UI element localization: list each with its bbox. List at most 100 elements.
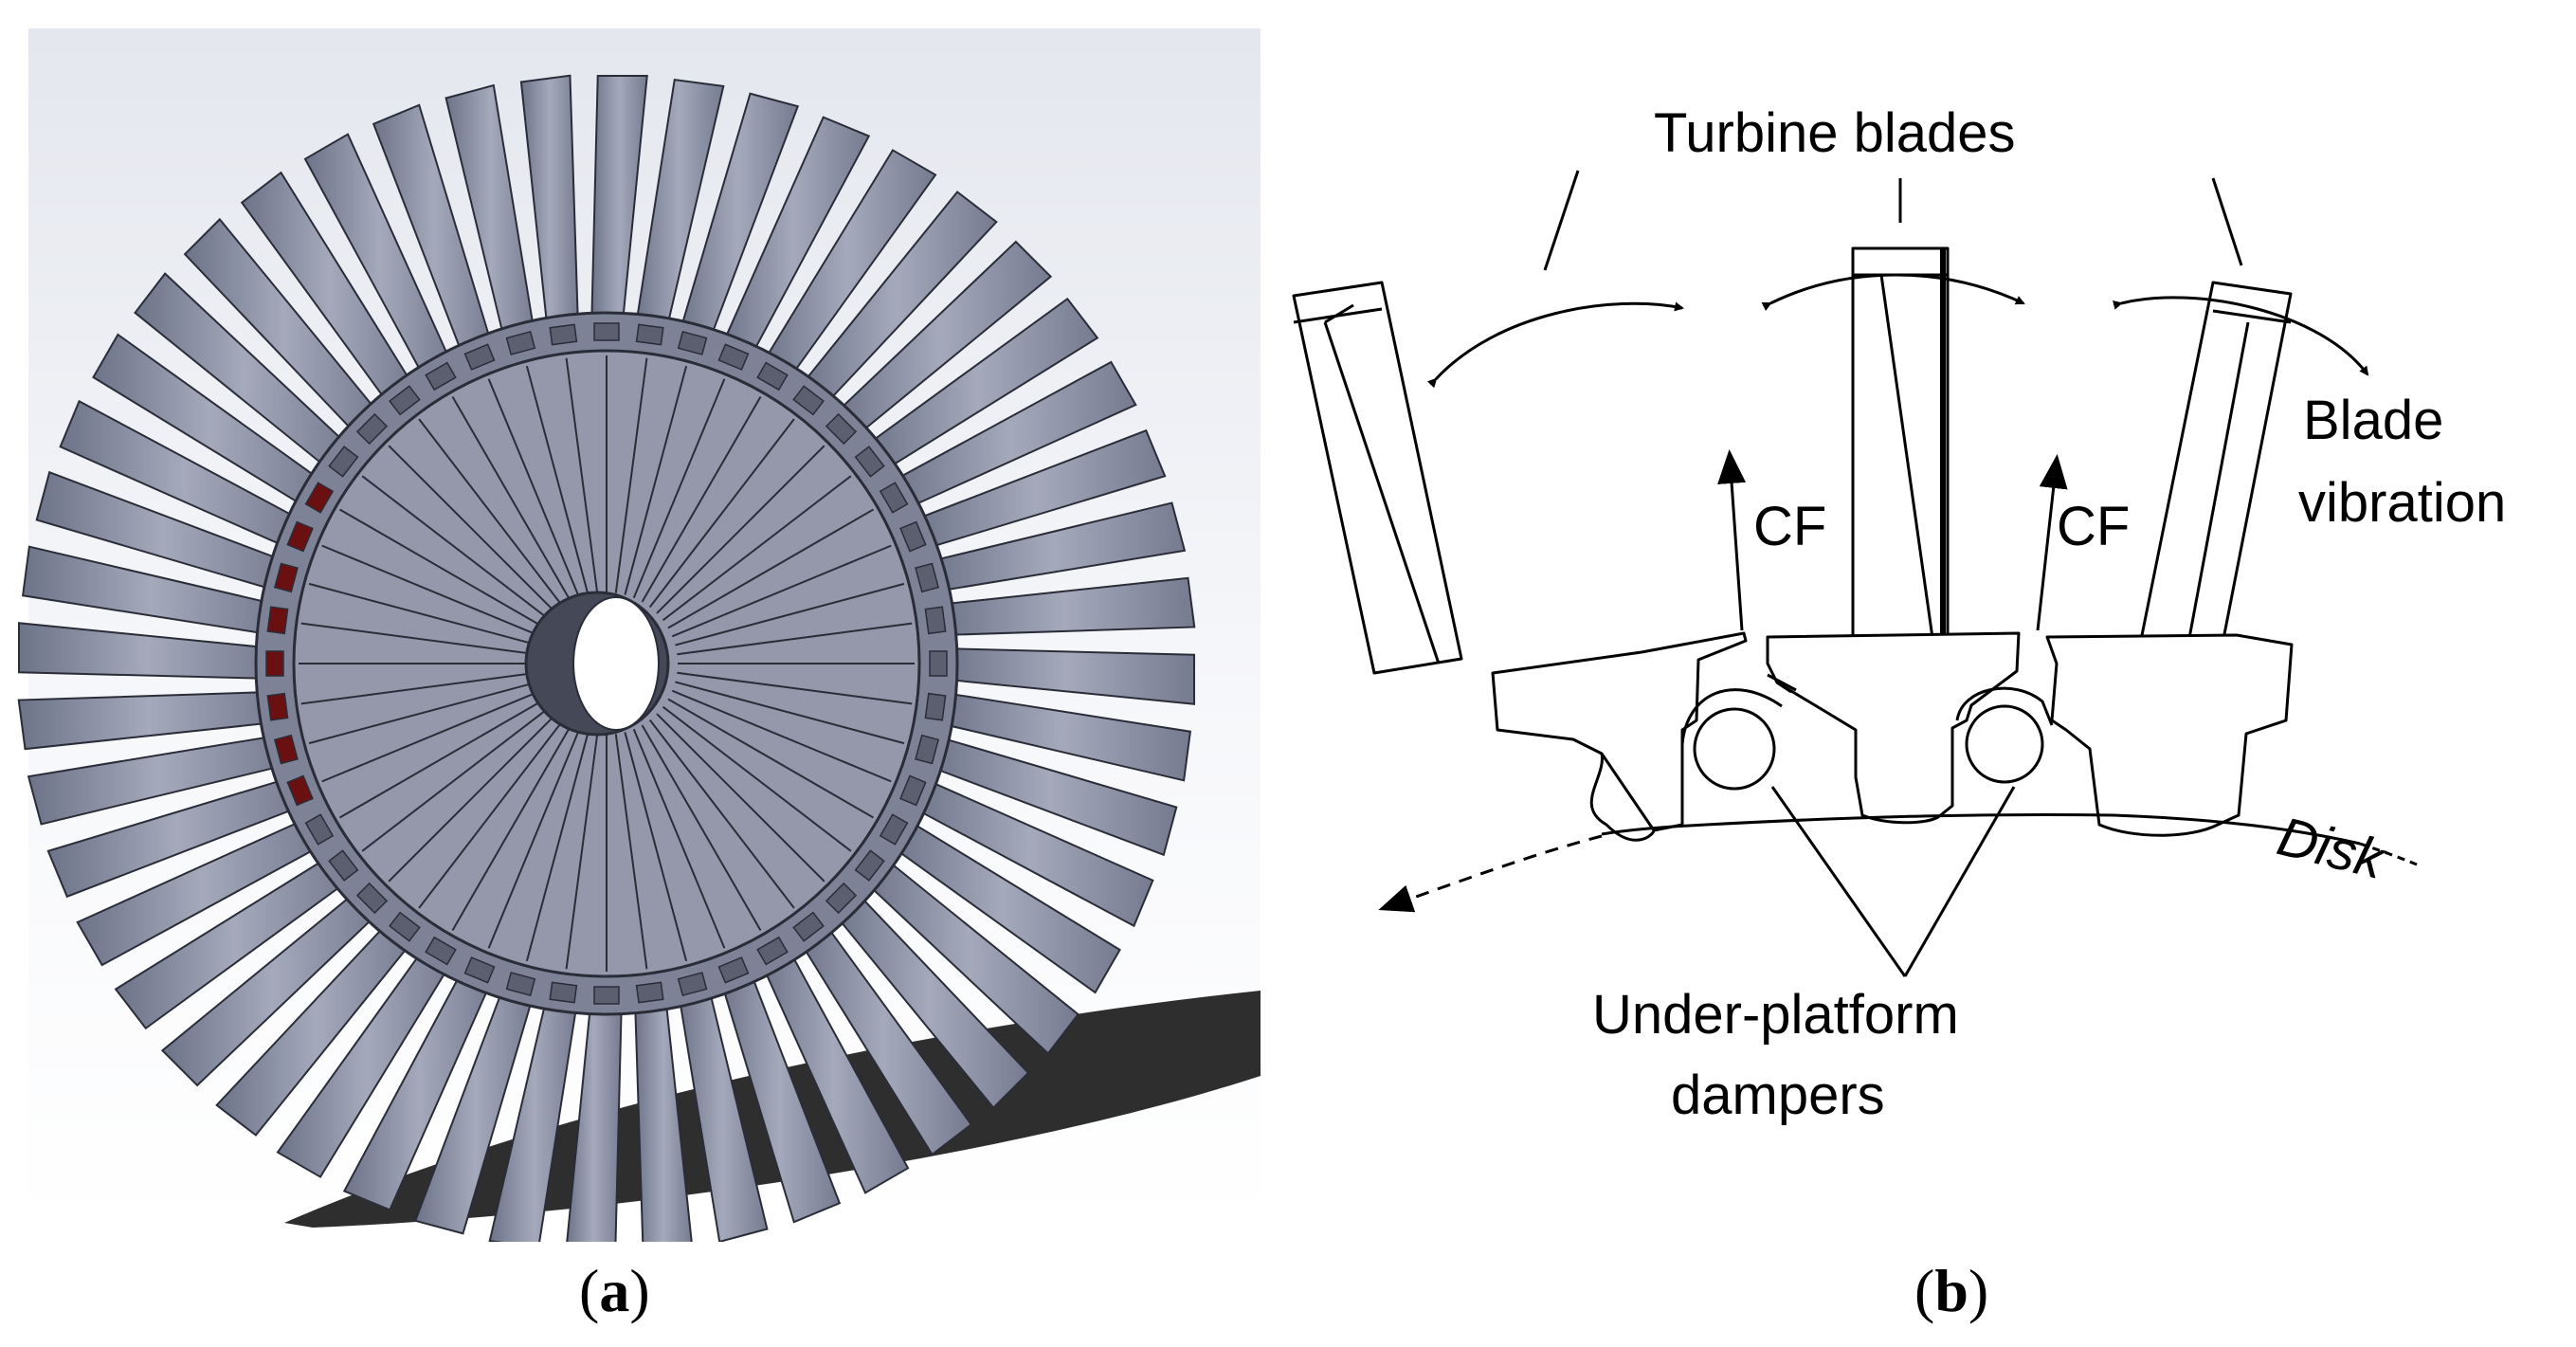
ring-slot xyxy=(899,520,927,553)
ring-slot xyxy=(505,330,536,355)
label-cf-left: CF xyxy=(1753,496,1826,557)
label-under-platform: Under-platform xyxy=(1592,984,1959,1046)
spoke xyxy=(667,508,874,629)
spoke xyxy=(308,681,538,745)
middle-blade xyxy=(1851,246,1950,648)
leader-right-blade xyxy=(2211,177,2243,266)
bladed-disk-render xyxy=(17,28,1261,1242)
spoke xyxy=(308,582,538,646)
ring-slot xyxy=(425,361,457,391)
label-disk: Disk xyxy=(2272,806,2393,892)
ring-slot xyxy=(915,562,940,593)
right-platform xyxy=(2045,633,2294,837)
leader-left-blade xyxy=(1543,170,1580,271)
ring-slot xyxy=(389,911,421,942)
spoke xyxy=(624,365,688,595)
ring-slot xyxy=(677,972,708,997)
spoke xyxy=(632,728,726,949)
spoke xyxy=(388,713,557,883)
spoke xyxy=(641,724,762,931)
turbine-wheel xyxy=(17,74,1196,1242)
ring-slot xyxy=(266,606,289,635)
ring-slot xyxy=(328,446,359,478)
spoke xyxy=(300,622,536,656)
ring-slot xyxy=(756,361,789,391)
ring-slot xyxy=(825,412,858,446)
ring-slot xyxy=(266,692,289,721)
ring-slot xyxy=(505,972,536,997)
label-turbine-blades: Turbine blades xyxy=(1654,102,2016,164)
ring-slot xyxy=(635,981,664,1004)
panel-caption-a: (a) xyxy=(579,1257,650,1324)
ring-slot xyxy=(355,412,389,446)
spoke xyxy=(632,378,726,599)
ring-slot xyxy=(286,774,314,807)
ring-slot xyxy=(265,650,284,677)
label-blade: Blade xyxy=(2303,390,2443,451)
leader-damper-right xyxy=(1903,786,2016,977)
ring-slot xyxy=(854,849,885,882)
spoke xyxy=(321,689,542,783)
ring-slot xyxy=(355,882,389,915)
spoke xyxy=(565,734,599,970)
ring-slot xyxy=(825,882,858,915)
ring-slot xyxy=(854,446,885,478)
spoke xyxy=(321,544,542,638)
spoke xyxy=(451,396,572,603)
panel-letter-b: b xyxy=(1934,1257,1968,1324)
spoke xyxy=(614,357,648,593)
spoke xyxy=(677,622,913,656)
ring-slot xyxy=(273,734,299,765)
ring-slot xyxy=(463,343,496,371)
ring-slot xyxy=(915,734,940,765)
label-cf-right: CF xyxy=(2057,496,2130,557)
ring-slot xyxy=(929,650,948,677)
ring-slot xyxy=(924,606,947,635)
left-platform xyxy=(1491,631,1748,842)
spoke xyxy=(339,508,546,629)
ring-slot xyxy=(792,385,825,416)
spoke xyxy=(361,705,552,852)
vibration-arrow-right xyxy=(2113,296,2369,376)
spoke xyxy=(648,719,795,909)
spoke xyxy=(388,445,557,614)
spoke xyxy=(418,719,565,909)
ring-slot xyxy=(549,981,578,1004)
ring-slot xyxy=(286,520,314,553)
panel-letter-a: a xyxy=(599,1257,630,1324)
ring-slot xyxy=(425,936,457,966)
spoke xyxy=(361,475,552,622)
spoke xyxy=(677,671,913,705)
label-vibration: vibration xyxy=(2298,472,2506,534)
vibration-arrow-left xyxy=(1426,301,1684,389)
vibration-arrow-middle xyxy=(1761,273,2025,311)
spoke xyxy=(525,732,590,962)
cf-arrow-right xyxy=(2036,454,2068,631)
ring-slot xyxy=(304,482,335,514)
spoke xyxy=(675,681,905,745)
middle-platform xyxy=(1766,631,2021,825)
ring-slot xyxy=(792,911,825,942)
spoke xyxy=(641,396,762,603)
damper-schematic: Turbine blades CF CF Blade vibration Dis… xyxy=(1292,102,2506,1126)
spoke xyxy=(667,698,874,819)
ring-slot xyxy=(879,813,909,846)
spoke xyxy=(656,445,825,614)
ring-slot xyxy=(635,323,664,346)
spoke xyxy=(671,689,892,783)
spoke xyxy=(648,418,795,609)
ring-slot xyxy=(593,986,620,1005)
ring-slot xyxy=(717,956,750,984)
hub-bore xyxy=(572,596,660,731)
ring-slot xyxy=(924,692,947,721)
spoke xyxy=(339,698,546,819)
spoke xyxy=(671,544,892,638)
leader-damper-left xyxy=(1770,786,1907,977)
spoke xyxy=(525,365,590,595)
ring-slot xyxy=(756,936,789,966)
ring-slot xyxy=(304,813,335,846)
spoke xyxy=(487,728,581,949)
ring-slot xyxy=(899,774,927,807)
panel-caption-b: (b) xyxy=(1914,1257,1989,1324)
spoke xyxy=(451,724,572,931)
